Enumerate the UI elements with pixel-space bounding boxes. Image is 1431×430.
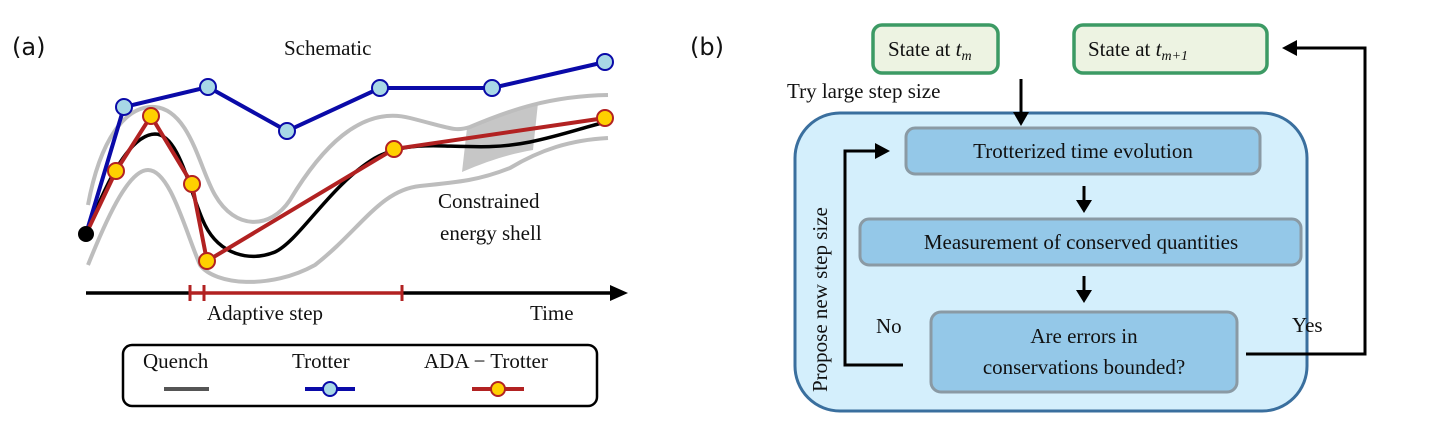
- state-tm-node: State at tm: [871, 23, 1000, 75]
- adaptive-step-label: Adaptive step: [207, 301, 323, 325]
- time-axis-arrowhead: [610, 285, 628, 301]
- quench-curve: [84, 120, 607, 258]
- box1-label: Trotterized time evolution: [973, 139, 1193, 163]
- panel-a: (a) Schematic: [12, 33, 628, 408]
- ada-trotter-point: [596, 109, 614, 127]
- schematic-title: Schematic: [284, 36, 371, 60]
- trotterized-evolution-node: Trotterized time evolution: [904, 126, 1262, 176]
- try-large-step-label: Try large step size: [787, 79, 940, 103]
- panel-a-label: (a): [12, 33, 45, 61]
- no-label: No: [876, 314, 902, 338]
- time-axis: [86, 285, 628, 301]
- annotation-line-2: energy shell: [440, 221, 542, 245]
- state-tm-sub: m: [962, 49, 972, 64]
- state-tm1-sub: m+1: [1162, 49, 1189, 64]
- error-check-node: Are errors in conservations bounded?: [929, 310, 1239, 394]
- legend-label-quench: Quench: [143, 349, 209, 373]
- legend-label-trotter: Trotter: [292, 349, 350, 373]
- yes-arrow: [1246, 46, 1367, 356]
- legend-marker-ada-trotter: [490, 381, 506, 397]
- legend-label-ada-trotter: ADA − Trotter: [424, 349, 548, 373]
- state-tm1-prefix: State at: [1088, 37, 1156, 61]
- svg-text:State at tm: State at tm: [888, 37, 972, 64]
- trotter-point: [371, 79, 389, 97]
- legend-marker-trotter: [322, 381, 338, 397]
- yes-label: Yes: [1292, 313, 1323, 337]
- panel-b-label: (b): [690, 33, 724, 61]
- ada-trotter-point: [385, 140, 403, 158]
- box3-label-line2: conservations bounded?: [983, 355, 1185, 379]
- shell-upper-curve: [86, 93, 609, 224]
- trotter-series: [84, 53, 614, 235]
- propose-new-step-label: Propose new step size: [808, 207, 832, 392]
- shell-shaded-region: [462, 103, 538, 172]
- ada-trotter-point: [183, 175, 201, 193]
- state-tm-prefix: State at: [888, 37, 956, 61]
- trotter-point: [596, 53, 614, 71]
- state-tm1-var: t: [1156, 37, 1163, 61]
- shell-lower-curve: [86, 136, 609, 284]
- annotation-line-1: Constrained: [438, 189, 540, 213]
- no-loop-arrow: [843, 149, 903, 367]
- trotter-point: [199, 78, 217, 96]
- trotter-point: [483, 79, 501, 97]
- box3-label-line1: Are errors in: [1030, 324, 1138, 348]
- initial-state-point: [78, 226, 94, 242]
- ada-trotter-point: [142, 107, 160, 125]
- state-tm-var: t: [956, 37, 963, 61]
- measurement-node: Measurement of conserved quantities: [858, 217, 1303, 267]
- trotter-point: [278, 122, 296, 140]
- box2-label: Measurement of conserved quantities: [924, 230, 1238, 254]
- ada-trotter-point: [107, 162, 125, 180]
- state-tm1-node: State at tm+1: [1072, 23, 1269, 75]
- trotter-point: [115, 98, 133, 116]
- ada-trotter-series: [84, 107, 614, 270]
- legend: Quench Trotter ADA − Trotter: [121, 343, 599, 408]
- time-axis-label: Time: [530, 301, 574, 325]
- svg-text:State at tm+1: State at tm+1: [1088, 37, 1188, 64]
- ada-trotter-point: [198, 252, 216, 270]
- panel-b: (b) State at tm State at tm+1 Try large …: [690, 23, 1367, 413]
